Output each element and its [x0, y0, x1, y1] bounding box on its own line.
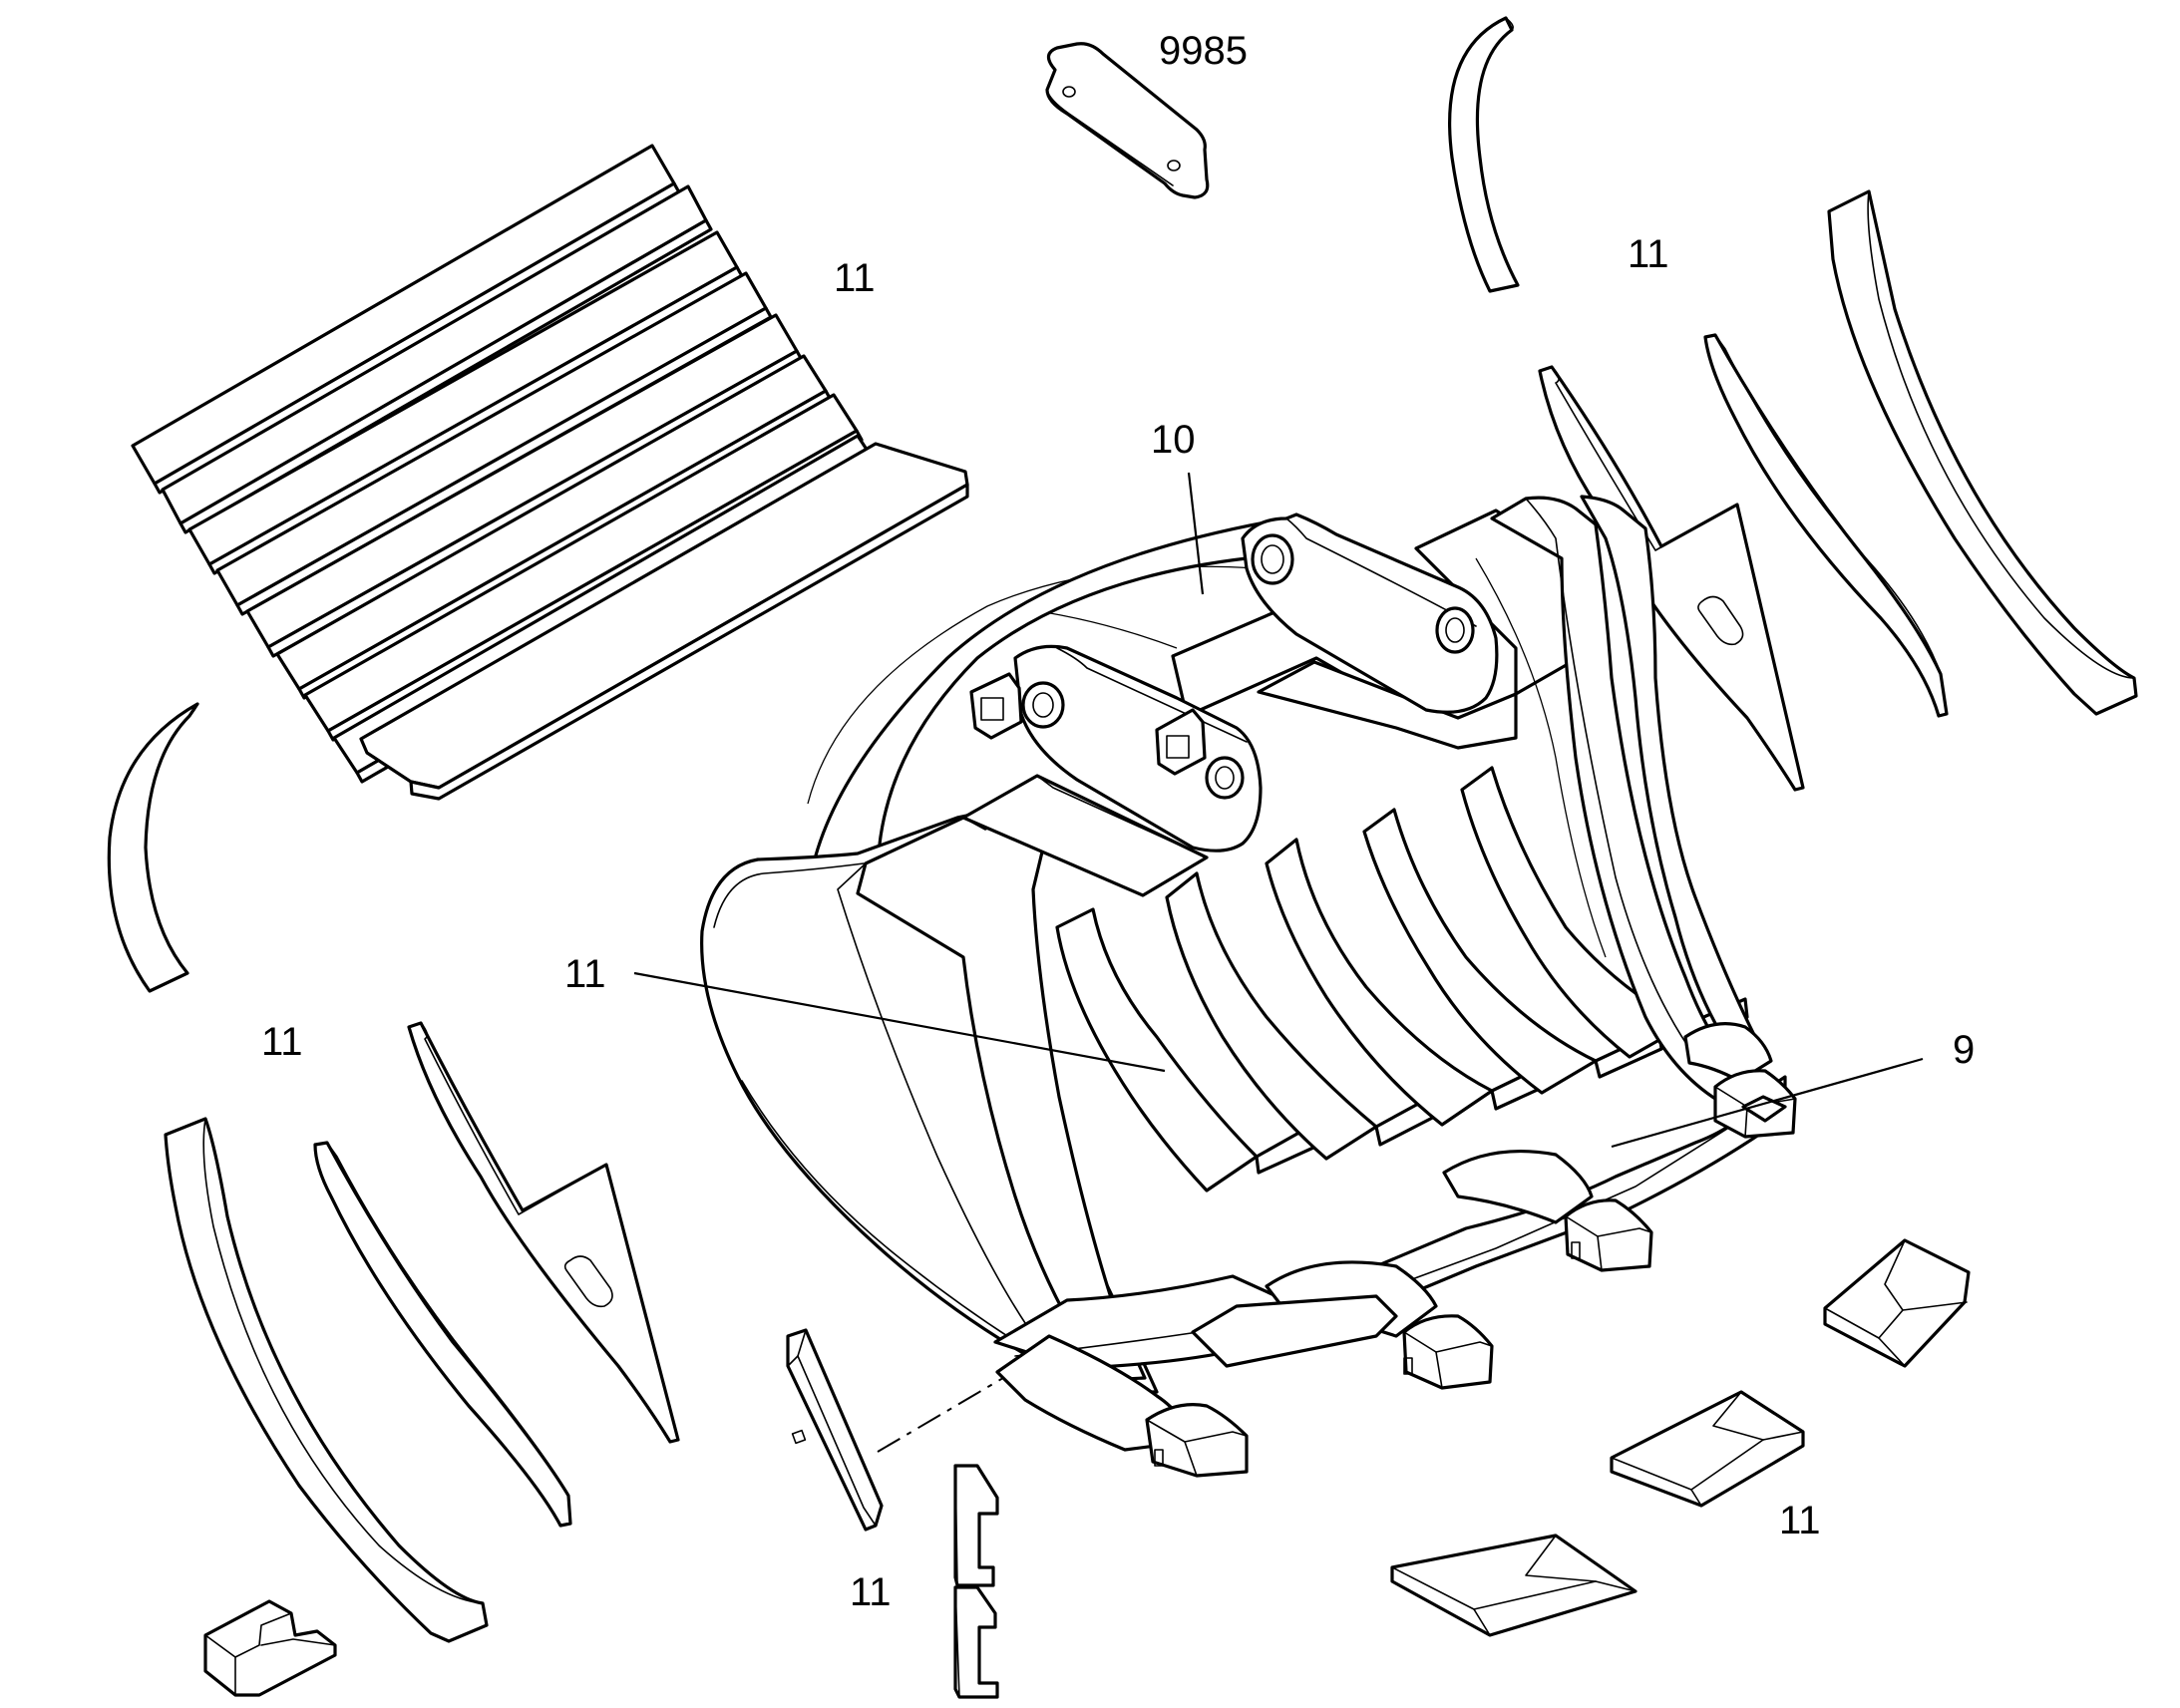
rake-bucket-assembly	[700, 495, 1797, 1478]
wear-pad-lower	[1390, 1534, 1637, 1637]
callout-11-bottom-right: 11	[1779, 1499, 1821, 1542]
callout-11-bottom-center: 11	[850, 1570, 892, 1614]
leader-10	[1187, 472, 1205, 595]
callout-labels: 9985 10 9 11 11 11 11 11 11	[261, 29, 1975, 1614]
callout-11-top-left: 11	[834, 256, 876, 300]
wear-pad-middle	[1610, 1390, 1805, 1508]
side-plate-right-outer	[1827, 189, 2138, 716]
coupler-latch-left	[969, 672, 1023, 740]
callout-11-left: 11	[261, 1020, 303, 1064]
callout-9985: 9985	[1159, 29, 1248, 73]
leader-9	[1611, 1057, 1924, 1149]
leader-11-center	[633, 971, 1166, 1073]
callout-11-center: 11	[564, 952, 606, 996]
curved-side-cutter-top	[1448, 16, 1520, 293]
side-plate-left-middle	[313, 1141, 572, 1528]
side-plate-right-middle	[1703, 333, 1949, 718]
callout-10: 10	[1151, 418, 1196, 462]
callout-9: 9	[1953, 1028, 1975, 1072]
callout-11-top-right: 11	[1628, 232, 1669, 276]
leader-lines	[633, 472, 1924, 1149]
liner-plate-set	[131, 144, 969, 801]
bucket-tooth-4	[1683, 1022, 1797, 1139]
locking-wedge-clip	[786, 1328, 884, 1532]
wear-pad-upper	[1823, 1238, 1971, 1368]
bucket-tooth-3	[1442, 1149, 1653, 1272]
link-plate	[1045, 42, 1210, 199]
retaining-pin-upper	[953, 1464, 999, 1587]
curved-side-cutter-left	[107, 702, 199, 993]
assembly-axis-line	[877, 1317, 1106, 1453]
coupler-latch-right	[1155, 708, 1207, 776]
bucket-tooth-1	[995, 1334, 1249, 1478]
side-plate-left-outer	[164, 1117, 489, 1643]
retaining-pin-lower	[953, 1585, 999, 1699]
bucket-tooth-2	[1191, 1260, 1494, 1390]
tooth-adapter-block	[203, 1599, 337, 1697]
side-cutter-left-pointed	[407, 1021, 680, 1444]
